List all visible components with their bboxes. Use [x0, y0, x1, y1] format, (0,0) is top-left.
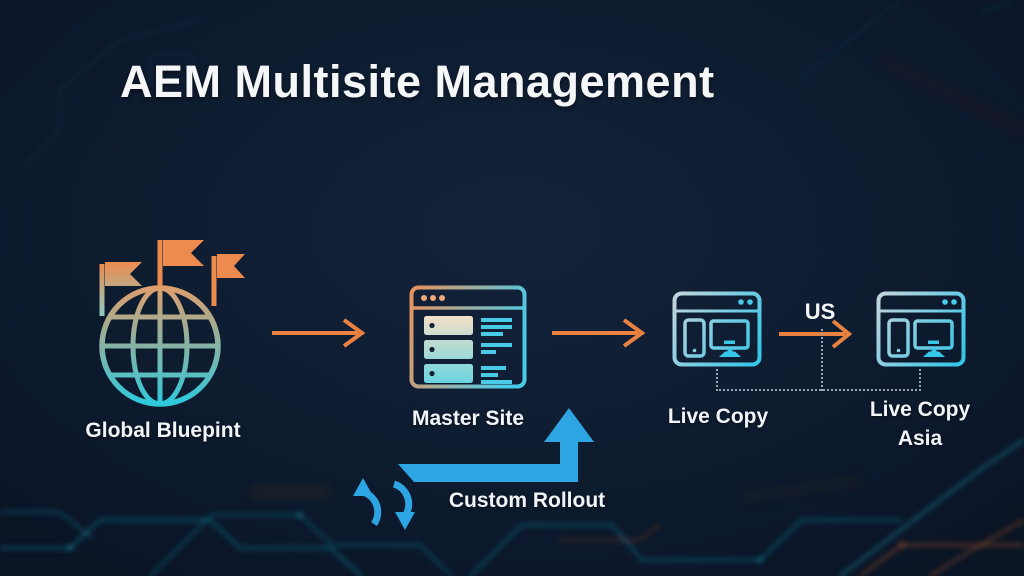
node-live-copy-asia: [876, 291, 966, 367]
right-arrow-icon: [779, 319, 853, 349]
browser-window-devices-icon: [672, 291, 762, 367]
live-copy-asia-sublabel: Asia: [897, 427, 943, 450]
node-global-blueprint: [74, 236, 246, 411]
right-arrow-icon: [552, 318, 646, 348]
browser-window-list-icon: [409, 285, 527, 389]
master-site-label: Master Site: [411, 407, 525, 430]
us-arrow-label: US: [804, 299, 836, 324]
up-arrow-icon: [398, 408, 594, 482]
dotted-connector: [919, 369, 921, 391]
live-copy-us-label: Live Copy: [667, 405, 769, 428]
sync-icon: [353, 478, 415, 530]
page-title: AEM Multisite Management: [120, 56, 715, 107]
globe-with-flags-icon: [99, 240, 245, 407]
live-copy-asia-label: Live Copy: [869, 398, 971, 421]
browser-window-devices-icon: [876, 291, 966, 367]
node-live-copy-us: [672, 291, 762, 367]
dotted-connector: [716, 369, 718, 391]
dotted-connector: [821, 329, 823, 391]
right-arrow-icon: [272, 318, 366, 348]
custom-rollout-label: Custom Rollout: [448, 489, 606, 512]
node-master-site: [409, 285, 527, 389]
dotted-connector: [716, 389, 921, 391]
global-blueprint-label: Global Bluepint: [85, 419, 241, 442]
